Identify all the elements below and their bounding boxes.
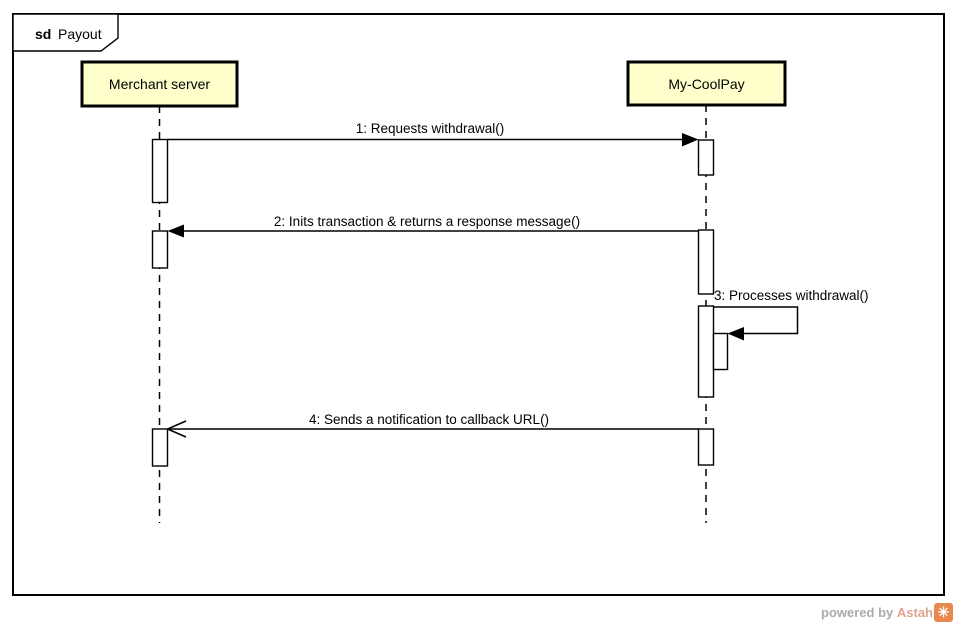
activation-coolpay-msg3 bbox=[697, 305, 715, 398]
message-4-open-arrowhead-icon bbox=[165, 420, 187, 438]
astah-brand-text: Astah bbox=[896, 604, 933, 620]
frame-keyword: sd bbox=[35, 26, 51, 42]
message-4-label: 4: Sends a notification to callback URL(… bbox=[309, 412, 549, 427]
message-3-arrowhead-icon bbox=[727, 327, 744, 341]
message-1-label: 1: Requests withdrawal() bbox=[356, 121, 505, 136]
activation-coolpay-msg1 bbox=[697, 139, 715, 176]
message-2-arrowhead-icon bbox=[167, 224, 184, 238]
activation-coolpay-msg4 bbox=[697, 428, 715, 466]
message-3-self-line bbox=[713, 306, 799, 335]
interaction-frame-border bbox=[12, 13, 945, 596]
activation-coolpay-msg2 bbox=[697, 229, 715, 295]
powered-by-text: powered by bbox=[821, 604, 897, 620]
message-3-label: 3: Processes withdrawal() bbox=[714, 288, 869, 303]
activation-merchant-msg4 bbox=[151, 428, 169, 467]
frame-label-pentagon bbox=[12, 13, 119, 52]
message-1-arrowhead-icon bbox=[682, 133, 699, 147]
lifeline-head-my-coolpay bbox=[626, 60, 787, 107]
lifeline-label-merchant-server: Merchant server bbox=[109, 76, 210, 92]
lifeline-head-merchant-server bbox=[80, 60, 239, 108]
lifeline-label-my-coolpay: My-CoolPay bbox=[668, 76, 744, 92]
astah-logo-icon: ✳ bbox=[934, 602, 953, 622]
message-2-label: 2: Inits transaction & returns a respons… bbox=[274, 214, 580, 229]
activation-coolpay-msg3-nested bbox=[712, 332, 729, 371]
activation-merchant-msg2 bbox=[151, 230, 169, 269]
activation-merchant-msg1 bbox=[151, 138, 169, 204]
diagram-title: Payout bbox=[58, 26, 102, 42]
watermark: powered by Astah ✳ bbox=[821, 602, 953, 622]
